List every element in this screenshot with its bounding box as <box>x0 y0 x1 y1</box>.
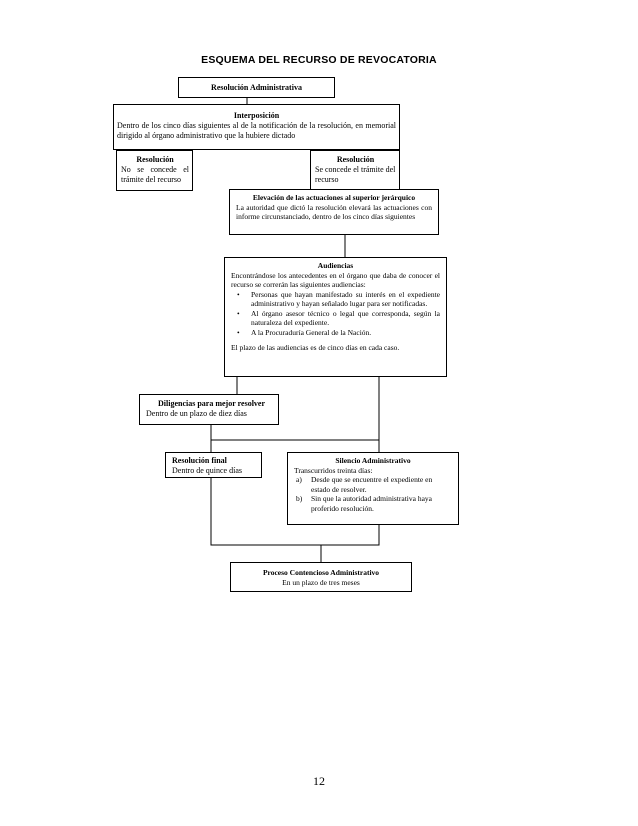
audiencias-item: Al órgano asesor técnico o legal que cor… <box>231 309 440 328</box>
audiencias-intro: Encontrándose los antecedentes en el órg… <box>231 270 440 290</box>
connector-resfinal-merge <box>210 477 321 546</box>
audiencias-box: Audiencias Encontrándose los antecedente… <box>224 257 447 377</box>
interposicion-box: Interposición Dentro de los cinco días s… <box>113 104 400 150</box>
resolucion-si-concede-box: Resolución Se concede el trámite del rec… <box>310 150 400 191</box>
silencio-item: b) Sin que la autoridad administrativa ha… <box>294 494 452 513</box>
silencio-heading: Silencio Administrativo <box>335 456 411 465</box>
interposicion-heading: Interposición <box>233 111 280 120</box>
diligencias-heading: Diligencias para mejor resolver <box>158 399 266 408</box>
elevacion-box: Elevación de las actuaciones al superior… <box>229 189 439 235</box>
proceso-contencioso-box: Proceso Contencioso Administrativo En un… <box>230 562 412 592</box>
silencio-item-marker: b) <box>296 494 303 503</box>
resolucion-final-heading: Resolución final <box>172 456 227 465</box>
diligencias-box: Diligencias para mejor resolver Dentro d… <box>139 394 279 425</box>
interposicion-text: Dentro de los cinco días siguientes al d… <box>117 121 396 140</box>
audiencias-heading: Audiencias <box>317 261 354 270</box>
diligencias-text: Dentro de un plazo de diez días <box>146 409 247 418</box>
page-number: 12 <box>313 774 325 788</box>
page-title: ESQUEMA DEL RECURSO DE REVOCATORIA <box>201 54 437 66</box>
resolucion-administrativa-label: Resolución Administrativa <box>211 83 302 92</box>
resolucion-si-heading: Resolución <box>336 155 375 164</box>
silencio-administrativo-box: Silencio Administrativo Transcurridos tr… <box>287 452 459 525</box>
elevacion-heading: Elevación de las actuaciones al superior… <box>252 193 416 202</box>
silencio-item-text: Desde que se encuentre el expediente en … <box>311 475 433 494</box>
audiencias-item: Personas que hayan manifestado su interé… <box>231 290 440 309</box>
silencio-item-text: Sin que la autoridad administrativa haya… <box>311 494 433 513</box>
connector-diligencias-branch <box>210 424 379 441</box>
audiencias-closing: El plazo de las audiencias es de cinco d… <box>231 343 400 352</box>
resolucion-no-text: No se concede el trámite del recurso <box>121 165 189 184</box>
silencio-item-marker: a) <box>296 475 302 484</box>
resolucion-no-concede-box: Resolución No se concede el trámite del … <box>116 150 193 191</box>
resolucion-administrativa-box: Resolución Administrativa <box>178 77 335 98</box>
resolucion-si-text: Se concede el trámite del recurso <box>315 165 396 184</box>
silencio-list: a) Desde que se encuentre el expediente e… <box>294 475 452 513</box>
connector-silencio-merge <box>321 524 380 546</box>
proceso-heading: Proceso Contencioso Administrativo <box>262 568 380 577</box>
audiencias-item: A la Procuraduría General de la Nación. <box>231 328 440 338</box>
silencio-intro: Transcurridos treinta días: <box>294 465 373 475</box>
resolucion-no-heading: Resolución <box>136 155 174 164</box>
proceso-text: En un plazo de tres meses <box>282 577 360 587</box>
resolucion-final-text: Dentro de quince días <box>172 466 242 475</box>
audiencias-list: Personas que hayan manifestado su interé… <box>231 290 440 338</box>
elevacion-text: La autoridad que dictó la resolución ele… <box>236 202 432 222</box>
silencio-item: a) Desde que se encuentre el expediente e… <box>294 475 452 494</box>
resolucion-final-box: Resolución final Dentro de quince días <box>165 452 262 478</box>
